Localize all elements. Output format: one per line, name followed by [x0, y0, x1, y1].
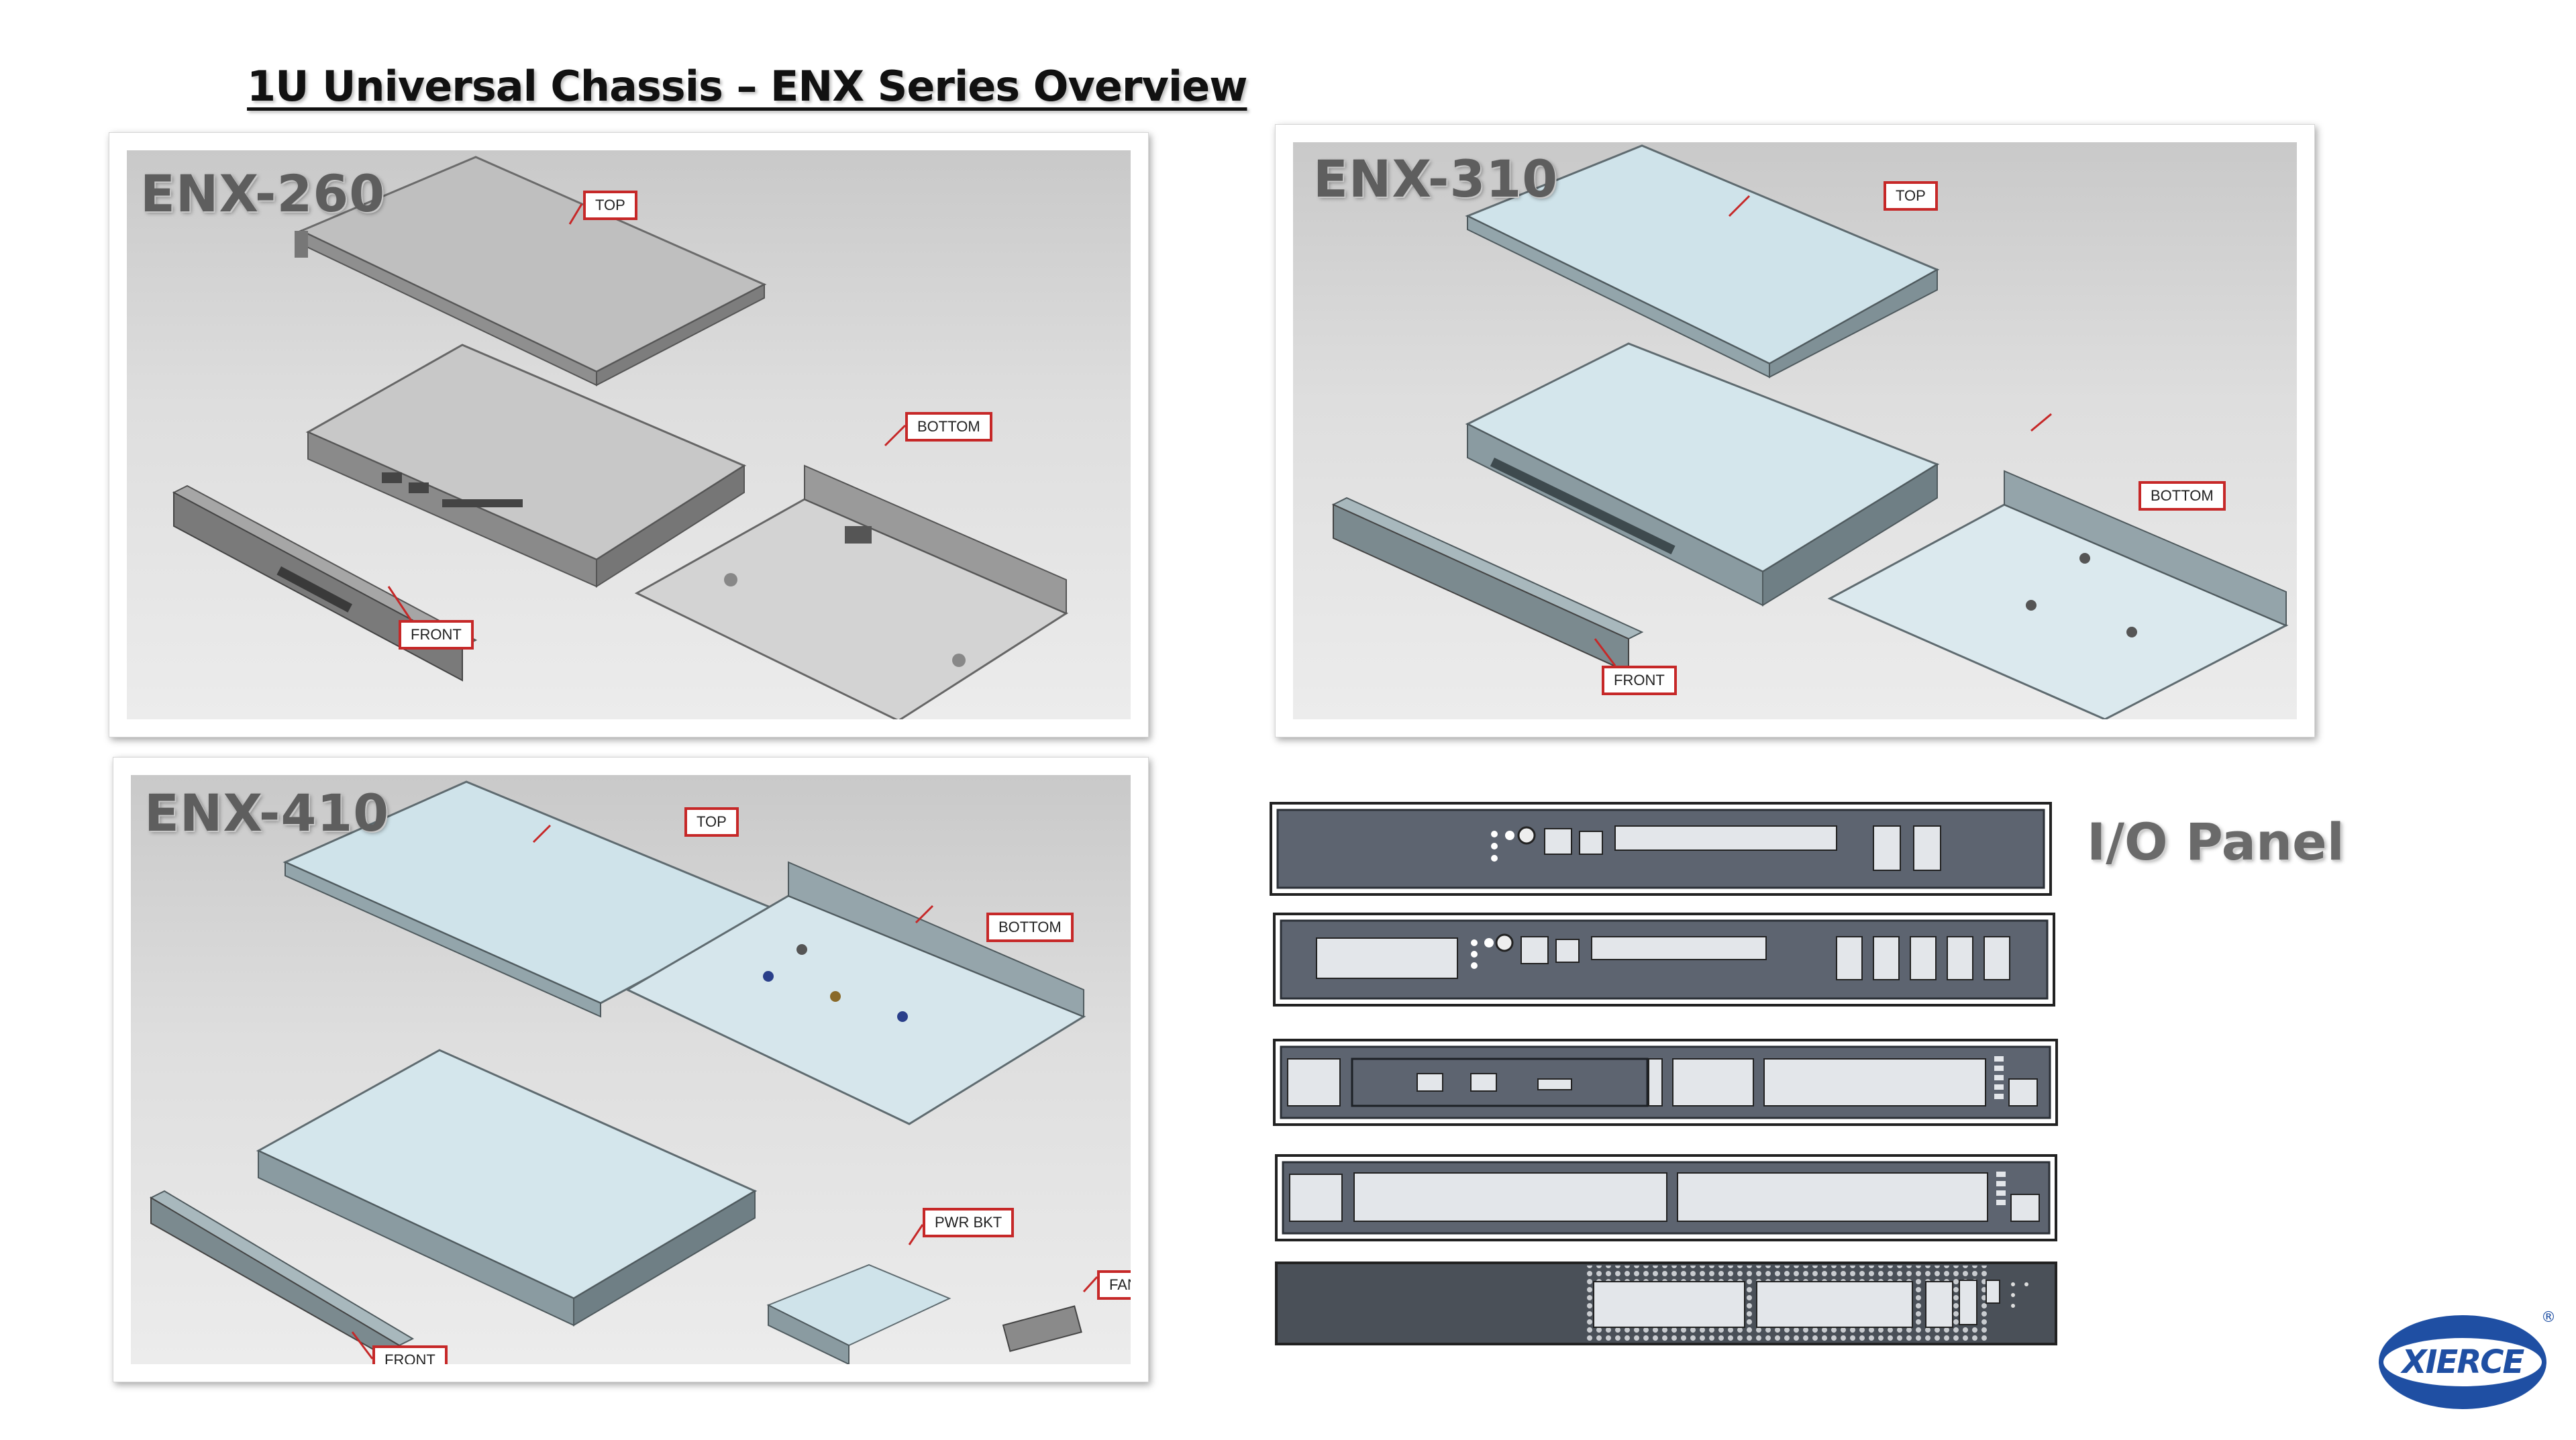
callout-bottom: BOTTOM — [2139, 481, 2226, 511]
callout-top: TOP — [684, 807, 739, 837]
enx-410-exploded-view — [149, 780, 1098, 1364]
enx-260-exploded-view — [172, 156, 1069, 719]
io-panel-strip-1 — [1270, 802, 2052, 896]
xierce-logo: XIERCE ® — [2379, 1309, 2556, 1409]
panel-enx-310-render: ENX-310 TOP BOTTOM FRONT — [1293, 142, 2297, 719]
callout-front: FRONT — [372, 1345, 448, 1364]
model-label-enx-310: ENX-310 — [1313, 149, 1559, 209]
io-panel-label: I/O Panel — [2087, 812, 2345, 872]
callout-bottom: BOTTOM — [905, 412, 992, 442]
page-title: 1U Universal Chassis – ENX Series Overvi… — [247, 62, 1247, 111]
panel-enx-310: ENX-310 TOP BOTTOM FRONT — [1275, 124, 2315, 737]
callout-front: FRONT — [399, 620, 474, 650]
callout-top: TOP — [583, 191, 637, 220]
callout-top: TOP — [1884, 181, 1938, 211]
panel-enx-410-render: ENX-410 TOP BOTTOM PWR BKT FAN BKT FRONT — [131, 775, 1131, 1364]
enx-310-exploded-view — [1331, 144, 2289, 719]
panel-enx-260: ENX-260 TOP BOTTOM FRONT — [109, 132, 1149, 737]
io-panel-strip-3 — [1273, 1039, 2058, 1126]
io-panel-strip-4 — [1275, 1154, 2057, 1241]
callout-fan-bkt: FAN BKT — [1097, 1270, 1131, 1300]
panel-enx-260-render: ENX-260 TOP BOTTOM FRONT — [127, 150, 1131, 719]
svg-text:XIERCE: XIERCE — [2400, 1343, 2525, 1381]
svg-text:®: ® — [2541, 1309, 2556, 1326]
panel-enx-410: ENX-410 TOP BOTTOM PWR BKT FAN BKT FRONT — [113, 757, 1149, 1382]
io-panel-strip-2 — [1273, 913, 2055, 1007]
io-panel-strip-5 — [1275, 1262, 2057, 1345]
callout-bottom: BOTTOM — [986, 913, 1074, 942]
model-label-enx-410: ENX-410 — [144, 783, 390, 843]
callout-pwr-bkt: PWR BKT — [923, 1208, 1015, 1237]
callout-front: FRONT — [1602, 666, 1677, 695]
model-label-enx-260: ENX-260 — [140, 164, 386, 223]
